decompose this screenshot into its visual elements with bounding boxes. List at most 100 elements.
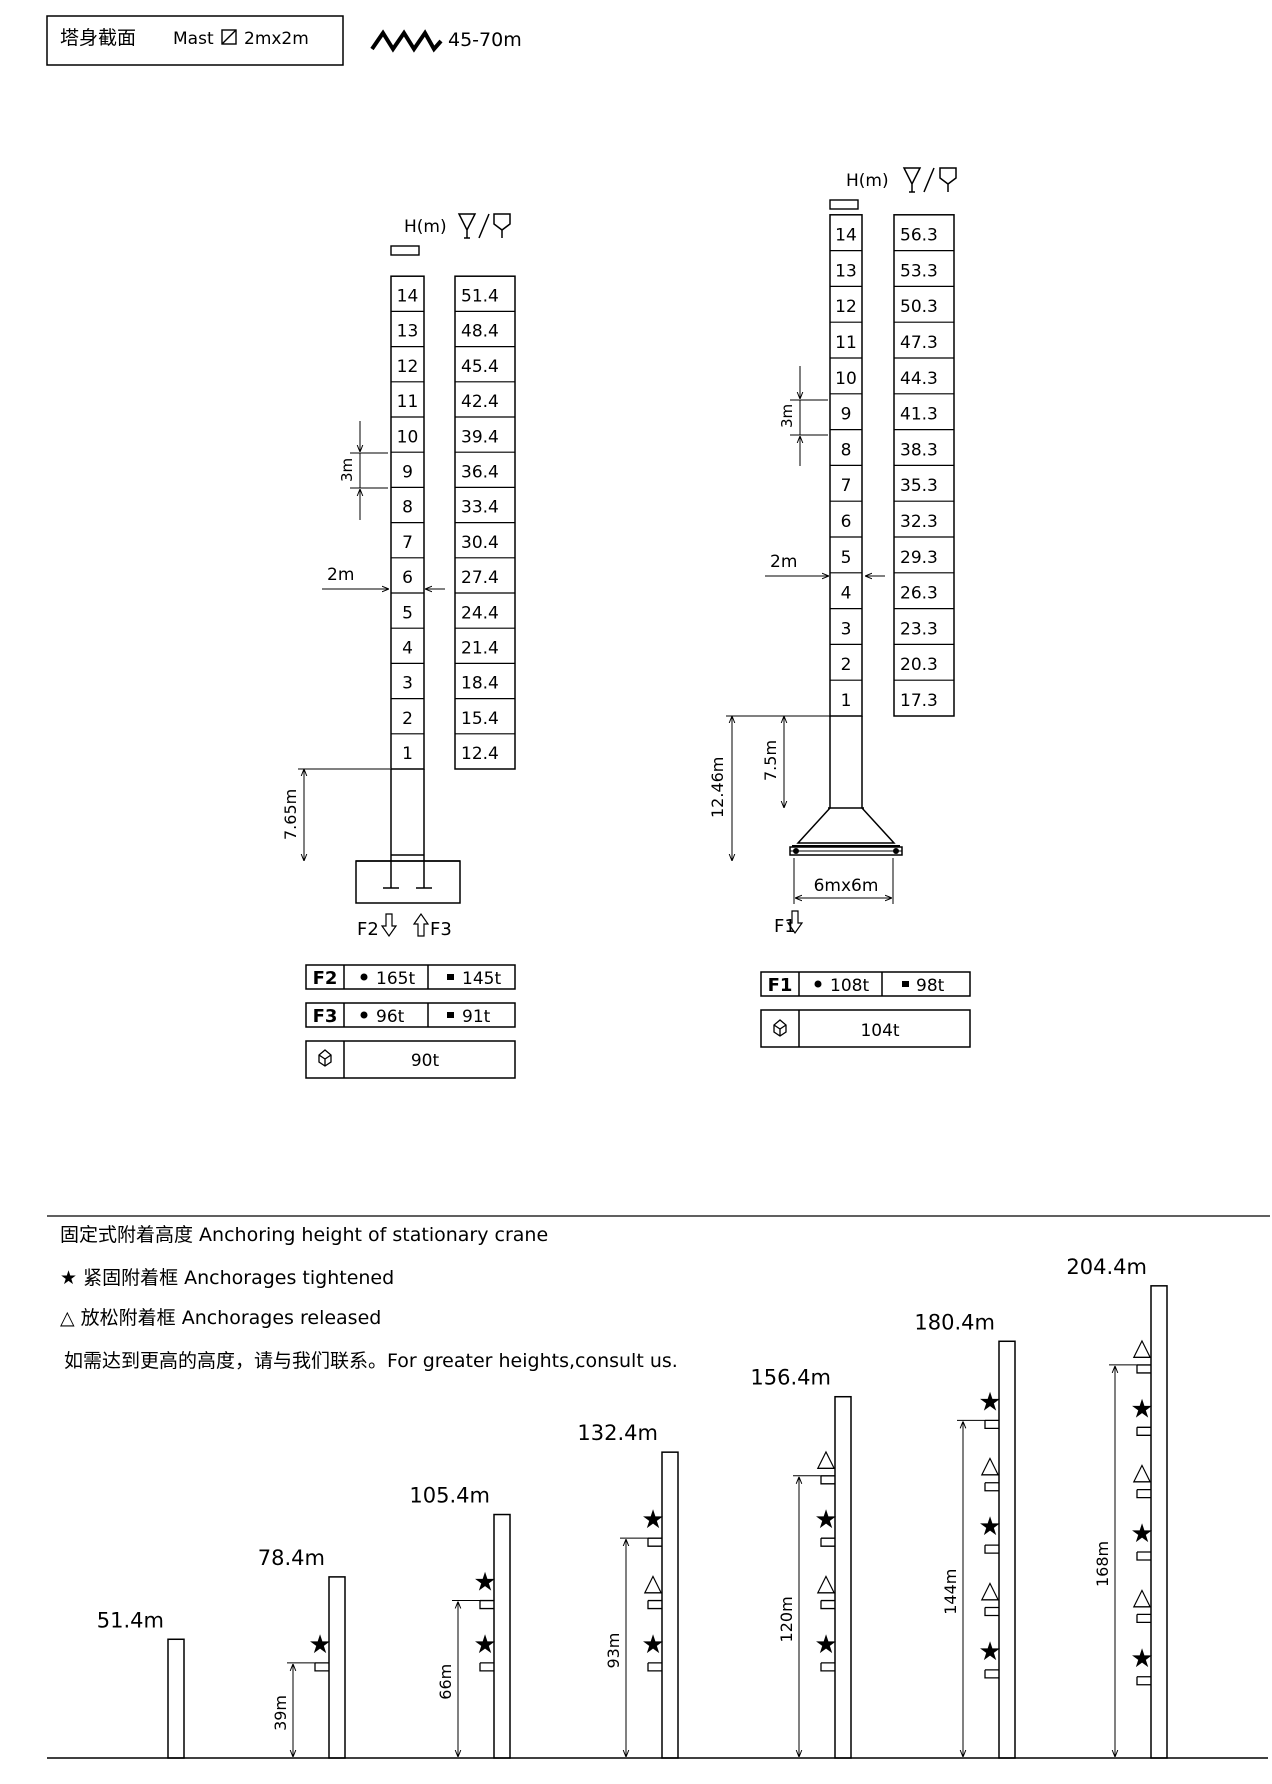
mast-section-number: 11 xyxy=(835,333,857,353)
square-bullet-icon xyxy=(447,974,454,980)
legend-tightened: ★ 紧固附着框 Anchorages tightened xyxy=(60,1267,394,1289)
mast-section-number: 11 xyxy=(397,392,419,412)
anchor-configurations: 51.4m78.4m★39m105.4m★★66m132.4m★△★93m156… xyxy=(97,1255,1168,1759)
f3-value-b: 91t xyxy=(462,1007,491,1027)
f1-row-label: F1 xyxy=(768,975,793,996)
anchoring-section: 固定式附着高度 Anchoring height of stationary c… xyxy=(47,1215,1270,1759)
mast-section-number: 3 xyxy=(402,674,413,694)
hook-height-value: 12.4 xyxy=(461,744,499,764)
mast-section-number: 9 xyxy=(841,405,852,425)
hook-height-value: 48.4 xyxy=(461,322,499,342)
anchor-frame xyxy=(820,1599,835,1610)
mast-section-number: 13 xyxy=(397,322,419,342)
mast-column xyxy=(1150,1285,1168,1759)
anchor-config: 156.4m△★△★120m xyxy=(750,1366,852,1759)
mast-column xyxy=(661,1451,679,1759)
hook-height-value: 45.4 xyxy=(461,357,499,377)
anchor-config: 51.4m xyxy=(97,1608,185,1759)
anchor-frame xyxy=(1136,1613,1151,1624)
right-dim-outer: 12.46m xyxy=(708,715,830,861)
anchor-frame xyxy=(479,1599,494,1610)
hook-height-value: 18.4 xyxy=(461,674,499,694)
square-section-icon xyxy=(221,29,237,45)
mast-section-number: 10 xyxy=(835,369,857,389)
mast-section-number: 14 xyxy=(397,287,419,307)
anchor-config: 78.4m★39m xyxy=(258,1546,346,1759)
hook-height-value: 26.3 xyxy=(900,584,938,604)
tightened-star-icon: ★ xyxy=(1130,1394,1153,1424)
hook-height-value: 53.3 xyxy=(900,261,938,281)
left-dim-section: 3m xyxy=(338,421,388,520)
right-dim-inner-label: 7.5m xyxy=(761,740,780,781)
anchor-config: 180.4m★△★△★144m xyxy=(914,1310,1016,1759)
tightened-star-icon: ★ xyxy=(814,1630,837,1660)
left-dim-base-label: 7.65m xyxy=(281,789,300,840)
hook-height-value: 30.4 xyxy=(461,533,499,553)
right-height-column: 17.320.323.326.329.332.335.338.341.344.3… xyxy=(893,214,955,717)
mast-section-number: 6 xyxy=(402,568,413,588)
left-foundation xyxy=(355,769,461,904)
anchor-dimension-label: 120m xyxy=(777,1596,796,1642)
down-arrow-icon xyxy=(786,910,804,935)
anchor-config: 204.4m△★△★△★168m xyxy=(1066,1255,1168,1759)
hook-height-value: 51.4 xyxy=(461,287,499,307)
left-dim-section-label: 3m xyxy=(338,458,356,482)
anchor-frame xyxy=(1136,1364,1151,1374)
right-force-table: F1 108t 98t 104t xyxy=(760,971,971,1048)
mast-section-number: 12 xyxy=(397,357,419,377)
right-dim-base-label: 6mx6m xyxy=(814,876,879,896)
tightened-star-icon: ★ xyxy=(1130,1644,1153,1674)
config-height-label: 51.4m xyxy=(97,1608,164,1632)
released-triangle-icon: △ xyxy=(981,1451,1000,1479)
header: 塔身截面 Mast 2mx2m 45-70m xyxy=(46,15,522,66)
right-ballast-value: 104t xyxy=(860,1021,899,1041)
released-triangle-icon: △ xyxy=(1133,1582,1152,1610)
anchor-frame xyxy=(820,1662,835,1672)
anchor-config: 105.4m★★66m xyxy=(409,1484,511,1759)
anchor-frame xyxy=(984,1544,999,1554)
hook-height-value: 15.4 xyxy=(461,709,499,729)
mast-section-number: 5 xyxy=(841,548,852,568)
left-hook-icon xyxy=(457,213,511,239)
left-force-f3-label: F3 xyxy=(430,919,452,940)
config-height-label: 78.4m xyxy=(258,1546,325,1570)
tightened-star-icon: ★ xyxy=(978,1637,1001,1667)
anchor-frame xyxy=(1136,1489,1151,1499)
config-height-label: 180.4m xyxy=(914,1310,995,1334)
hook-height-value: 29.3 xyxy=(900,548,938,568)
up-arrow-icon xyxy=(412,912,430,937)
mast-section-number: 4 xyxy=(841,584,852,604)
tightened-star-icon: ★ xyxy=(641,1505,664,1535)
anchor-frame xyxy=(314,1662,329,1672)
left-dim-base: 7.65m xyxy=(281,768,390,861)
f2-row-label: F2 xyxy=(313,968,338,989)
tightened-star-icon: ★ xyxy=(978,1387,1001,1417)
mast-column xyxy=(834,1395,852,1759)
f2-value-b: 145t xyxy=(462,969,501,989)
tightened-star-icon: ★ xyxy=(814,1505,837,1535)
anchoring-note: 如需达到更高的高度，请与我们联系。For greater heights,con… xyxy=(64,1350,678,1372)
jib-truss-icon xyxy=(370,29,443,53)
mast-section-number: 7 xyxy=(402,533,413,553)
right-dim-width-label: 2m xyxy=(770,552,797,572)
hook-height-value: 35.3 xyxy=(900,476,938,496)
config-height-label: 156.4m xyxy=(750,1366,831,1390)
bullet-icon xyxy=(814,980,822,988)
f1-value-a: 108t xyxy=(830,976,869,996)
mast-section-number: 6 xyxy=(841,512,852,532)
mast-size: 2mx2m xyxy=(244,29,309,49)
hook-height-value: 42.4 xyxy=(461,392,499,412)
right-top-marker xyxy=(829,199,859,210)
mast-section-number: 5 xyxy=(402,603,413,623)
hook-height-value: 23.3 xyxy=(900,619,938,639)
tightened-star-icon: ★ xyxy=(978,1512,1001,1542)
anchor-frame xyxy=(984,1669,999,1679)
mast-section-number: 2 xyxy=(841,655,852,675)
mast-section-number: 8 xyxy=(402,498,413,518)
released-triangle-icon: △ xyxy=(817,1444,836,1472)
left-force-f2-label: F2 xyxy=(357,919,379,940)
anchor-dimension-label: 168m xyxy=(1093,1541,1112,1587)
ballast-icon xyxy=(318,1049,332,1067)
